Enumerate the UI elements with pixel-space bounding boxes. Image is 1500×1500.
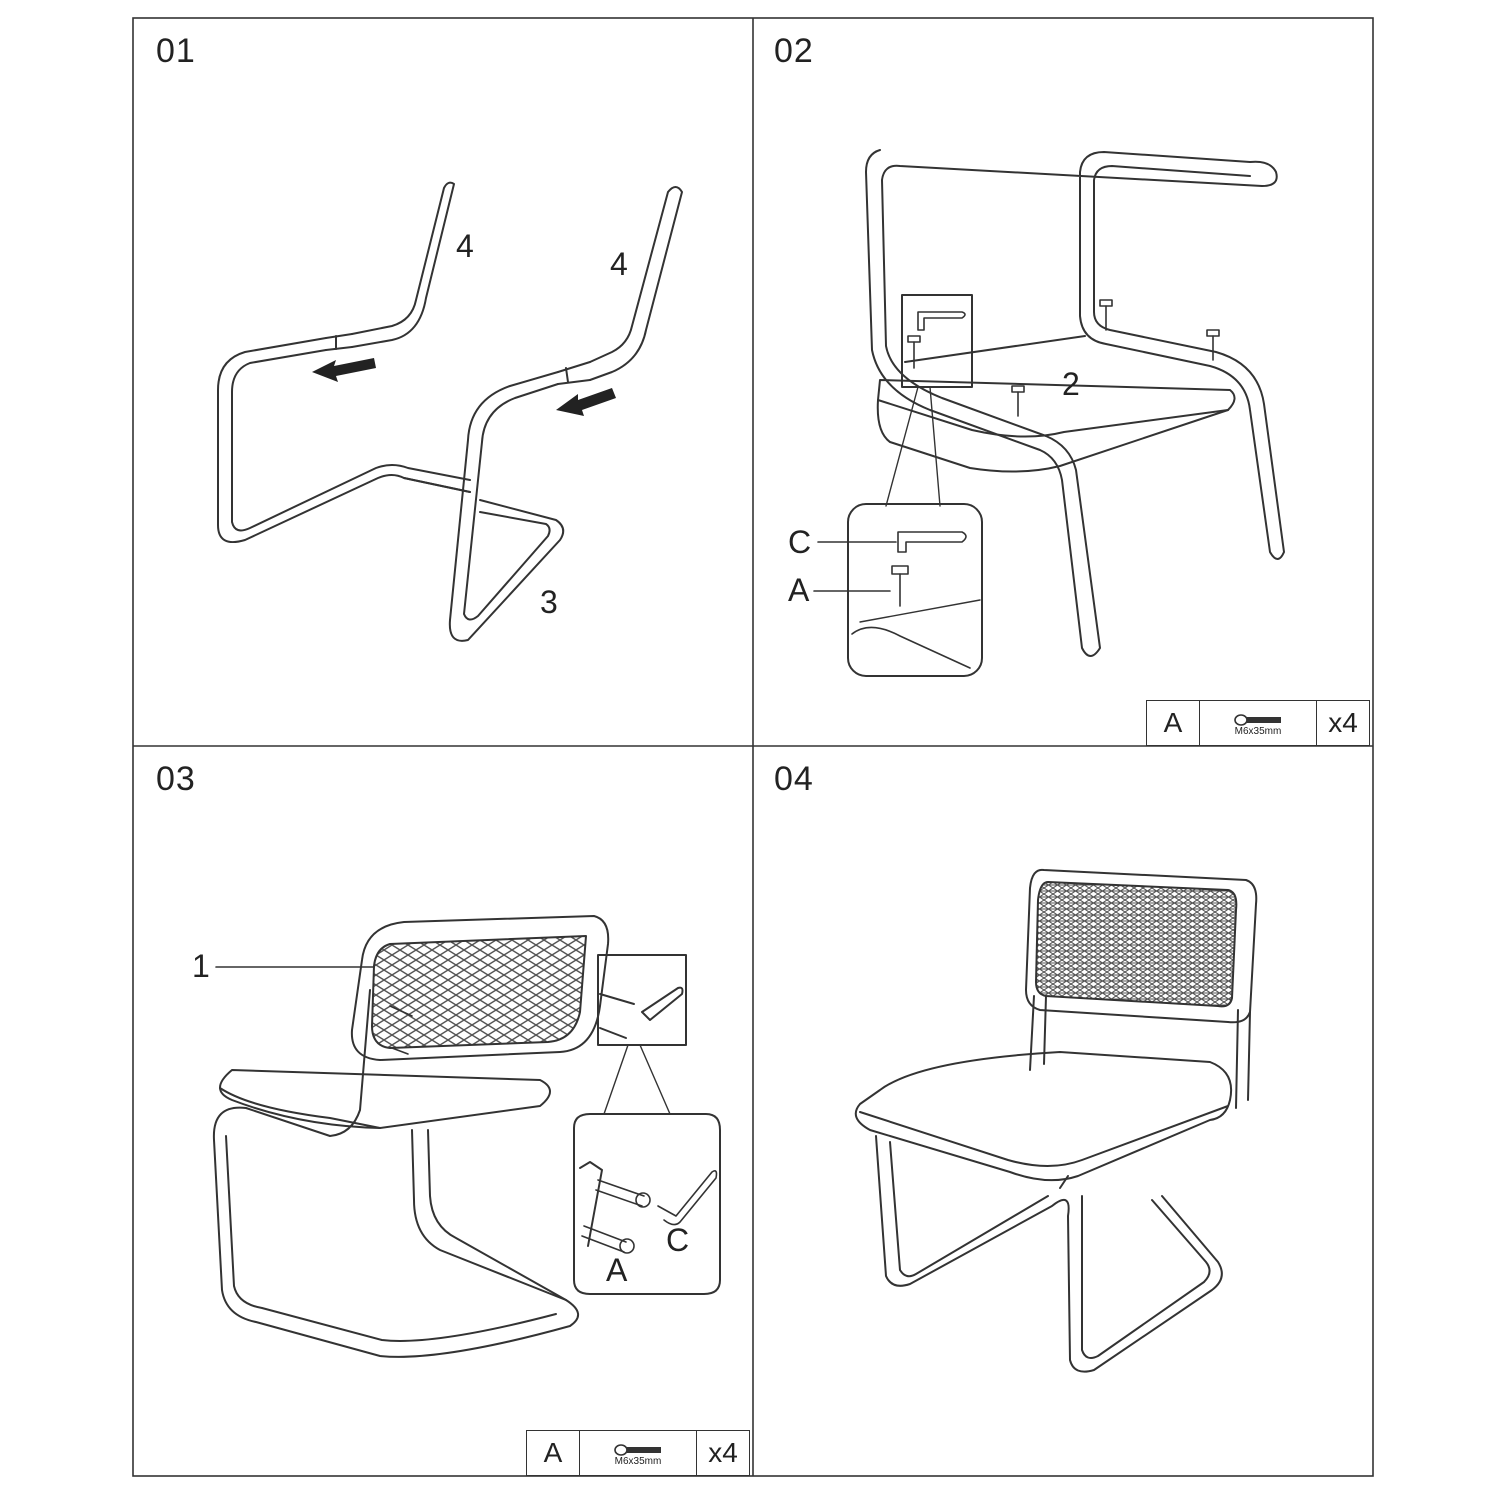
detail-box-small bbox=[901, 294, 973, 388]
screw-icon bbox=[1234, 713, 1281, 726]
hardware-part: M6x35mm bbox=[1199, 700, 1317, 746]
part-callout-2: 2 bbox=[1062, 366, 1080, 402]
part-callout-4: 4 bbox=[456, 228, 474, 264]
hardware-size: M6x35mm bbox=[1234, 725, 1282, 737]
left-side-frame bbox=[217, 337, 471, 544]
screw-icon bbox=[1011, 299, 1220, 417]
step-03-drawing bbox=[212, 915, 721, 1358]
side-frame bbox=[875, 1135, 1223, 1373]
hardware-quantity: x4 bbox=[696, 1430, 750, 1476]
assembly-arrow-icon bbox=[312, 358, 376, 382]
detail-box-large bbox=[847, 503, 983, 677]
cane-backrest bbox=[1035, 881, 1238, 1008]
seat-cushion bbox=[854, 1051, 1232, 1182]
right-side-frame bbox=[448, 371, 565, 642]
part-callout-1: 1 bbox=[192, 948, 210, 984]
hardware-size: M6x35mm bbox=[614, 1455, 662, 1467]
part-callout-c: C bbox=[666, 1222, 690, 1258]
part-callout-a: A bbox=[788, 572, 810, 608]
cane-backrest bbox=[371, 935, 587, 1049]
part-callout-a: A bbox=[606, 1252, 628, 1288]
hardware-quantity: x4 bbox=[1316, 700, 1370, 746]
hardware-table: A M6x35mm x4 bbox=[1146, 700, 1370, 746]
hardware-letter: A bbox=[526, 1430, 580, 1476]
hardware-letter: A bbox=[1146, 700, 1200, 746]
base-crossbar bbox=[403, 477, 471, 493]
step-02-drawing bbox=[813, 149, 1285, 677]
screw-icon bbox=[614, 1443, 661, 1456]
assembly-arrow-icon bbox=[556, 388, 616, 416]
panel-grid bbox=[132, 17, 1374, 1477]
step-number: 02 bbox=[774, 32, 814, 70]
step-number: 03 bbox=[156, 760, 196, 798]
detail-box-large bbox=[573, 1113, 721, 1295]
back-frame bbox=[1025, 868, 1258, 1024]
part-callout-c: C bbox=[788, 524, 812, 560]
step-number: 04 bbox=[774, 760, 814, 798]
detail-box-small bbox=[597, 954, 687, 1046]
seat-cushion bbox=[219, 1069, 551, 1129]
left-back-post bbox=[325, 181, 455, 351]
screw-icon bbox=[389, 1005, 413, 1055]
hardware-part: M6x35mm bbox=[579, 1430, 697, 1476]
part-callout-3: 3 bbox=[540, 584, 558, 620]
part-callout-4: 4 bbox=[610, 246, 628, 282]
seat-cushion bbox=[876, 335, 1236, 473]
hardware-table: A M6x35mm x4 bbox=[526, 1430, 750, 1476]
step-04-drawing bbox=[854, 868, 1258, 1373]
right-back-post bbox=[557, 186, 683, 385]
back-frame bbox=[350, 915, 610, 1061]
step-number: 01 bbox=[156, 32, 196, 70]
step-01-drawing bbox=[217, 181, 683, 642]
back-top-rail bbox=[865, 149, 1285, 657]
